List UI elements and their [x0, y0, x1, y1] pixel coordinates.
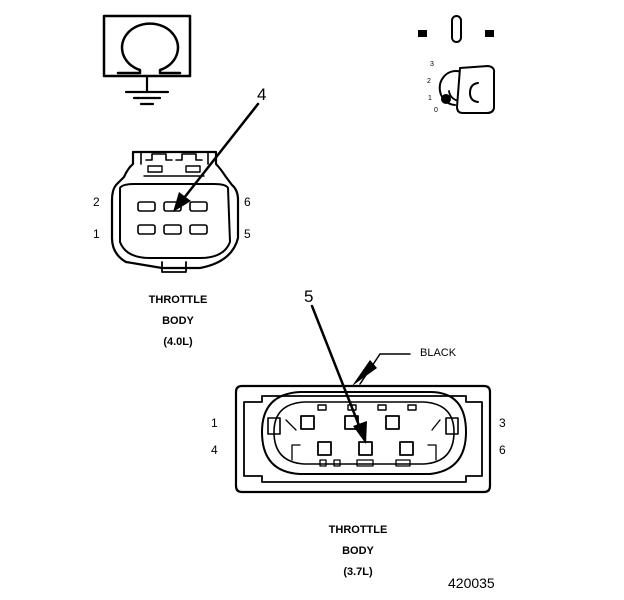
upper-pin-2-label: 2	[93, 195, 100, 209]
figure-number: 420035	[448, 575, 495, 591]
lower-caption-line3: (3.7L)	[343, 566, 373, 578]
lower-caption-line1: THROTTLE	[328, 524, 388, 536]
upper-caption-line3: (4.0L)	[163, 336, 193, 348]
wire-color-pointer	[352, 353, 411, 386]
lower-pin-3-label: 3	[499, 416, 506, 430]
key-position-2: 2	[427, 78, 431, 85]
callout-number-5: 5	[304, 287, 314, 306]
callout-5-arrow	[310, 304, 367, 444]
key-position-1: 1	[428, 95, 432, 102]
ohmmeter-icon	[102, 14, 192, 106]
key-position-3: 3	[430, 61, 434, 68]
callout-4-arrow	[173, 102, 260, 212]
lower-pin-6-label: 6	[499, 443, 506, 457]
lower-caption-line2: BODY	[342, 545, 374, 557]
key-position-0: 0	[434, 107, 438, 114]
lower-pin-4-label: 4	[211, 443, 218, 457]
lower-pin-1-label: 1	[211, 416, 218, 430]
upper-caption-line2: BODY	[162, 315, 194, 327]
ignition-key-icon	[418, 15, 496, 114]
callout-number-4: 4	[257, 85, 267, 104]
lower-connector-drawing	[234, 384, 492, 494]
upper-caption-line1: THROTTLE	[148, 294, 208, 306]
wire-color-label: BLACK	[420, 347, 457, 359]
upper-connector-drawing	[110, 150, 240, 273]
upper-pin-5-label: 5	[244, 227, 251, 241]
upper-pin-1-label: 1	[93, 227, 100, 241]
upper-pin-6-label: 6	[244, 195, 251, 209]
